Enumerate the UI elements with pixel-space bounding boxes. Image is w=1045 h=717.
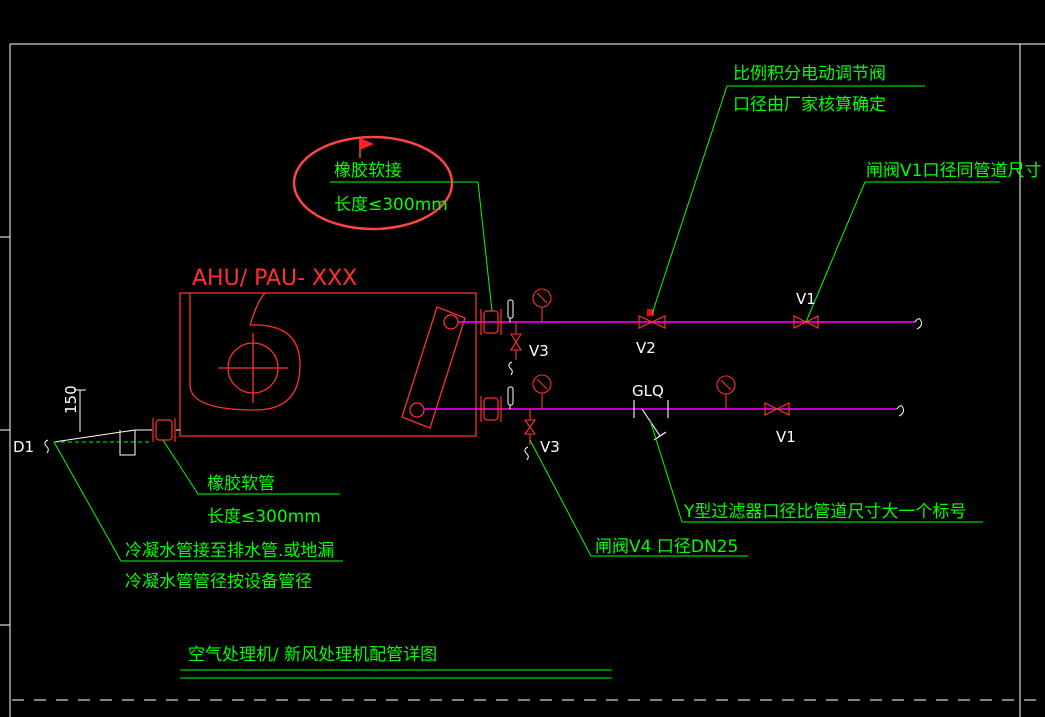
thermometer-icon <box>507 299 514 409</box>
note-condensate-2: 冷凝水管管径按设备管径 <box>125 572 312 592</box>
leader-lines <box>53 85 1000 679</box>
control-valve-v2-icon <box>638 315 666 329</box>
rubber-joint-icon[interactable] <box>480 309 502 422</box>
label-v1-bottom: V1 <box>776 428 796 446</box>
condensate-hose-icon[interactable] <box>152 418 176 442</box>
note-proportional-valve-1: 比例积分电动调节阀 <box>733 64 886 84</box>
note-y-strainer: Y型过滤器口径比管道尺寸大一个标号 <box>683 502 966 522</box>
flag-icon <box>360 138 374 150</box>
gate-valve-v1-top-icon <box>793 315 819 329</box>
drain-valve-v3-icon[interactable] <box>510 322 537 445</box>
note-condensate-1: 冷凝水管接至排水管.或地漏 <box>125 541 334 561</box>
y-strainer-icon[interactable] <box>633 400 669 441</box>
actuator-icon <box>647 309 654 316</box>
pipe-ends <box>44 318 922 461</box>
gate-valve-v1-bottom-icon <box>764 402 790 416</box>
label-d1: D1 <box>13 438 34 456</box>
label-v3-bottom: V3 <box>540 438 560 456</box>
note-rubber-joint-2: 长度≤300mm <box>334 195 448 215</box>
note-gate-valve-v4: 闸阀V4 口径DN25 <box>595 537 738 557</box>
valve-icons[interactable] <box>638 315 819 416</box>
label-v3-top: V3 <box>529 342 549 360</box>
drawing-frame <box>0 43 1045 717</box>
pressure-gauge-icon <box>532 288 736 409</box>
label-v2: V2 <box>636 339 656 357</box>
note-rubber-hose-2: 长度≤300mm <box>207 507 321 527</box>
ahu-unit[interactable] <box>179 292 477 437</box>
note-gate-valve-v1: 闸阀V1口径同管道尺寸 <box>866 161 1041 181</box>
note-rubber-hose-1: 橡胶软管 <box>207 474 275 494</box>
label-dim-150: 150 <box>62 385 80 414</box>
label-v1-top: V1 <box>796 290 816 308</box>
note-rubber-joint-1: 橡胶软接 <box>334 161 402 181</box>
label-glq: GLQ <box>632 382 664 400</box>
note-proportional-valve-2: 口径由厂家核算确定 <box>733 95 886 115</box>
drawing-title: 空气处理机/ 新风处理机配管详图 <box>188 645 437 665</box>
pipes <box>424 321 915 410</box>
unit-tag: AHU/ PAU- XXX <box>192 266 357 291</box>
review-markup[interactable] <box>292 135 454 231</box>
